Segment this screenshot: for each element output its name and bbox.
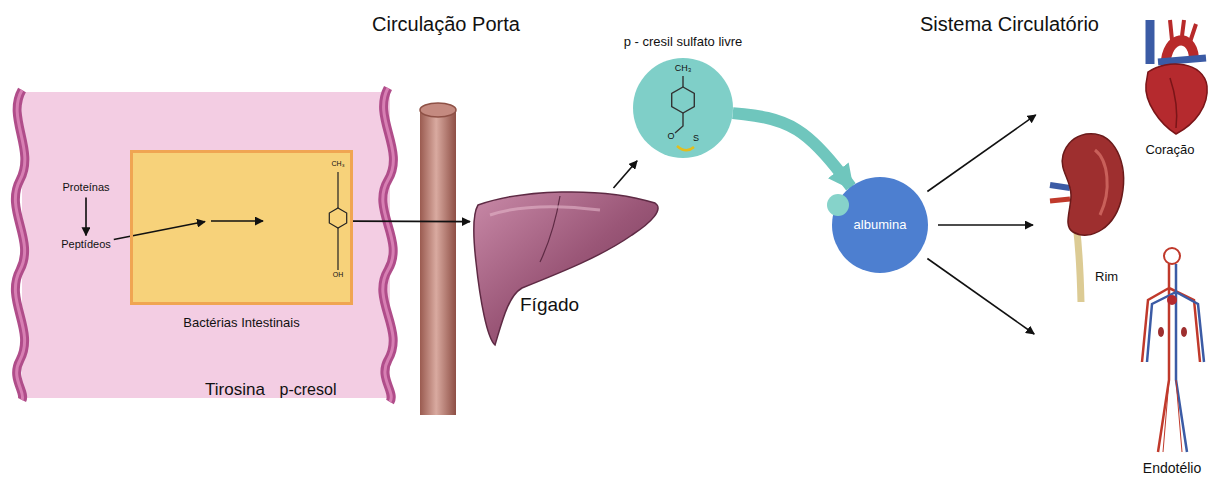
metabolite-label: Tirosina	[205, 218, 211, 224]
circle-shape	[633, 58, 733, 158]
head-vessels	[1164, 248, 1180, 264]
flow-arrow	[211, 220, 263, 222]
portal-vein	[420, 110, 456, 415]
metabolite-label: p-cresol	[263, 218, 353, 224]
node-text: p - cresil sulfato livre	[622, 34, 744, 50]
flow-arrow	[613, 161, 637, 188]
node-text: albumina	[832, 217, 928, 233]
endothelium-area: Endotélio	[1133, 238, 1211, 482]
liver-highlight	[490, 207, 600, 215]
node-text: Fígado	[520, 294, 579, 317]
transport-arrow	[733, 113, 851, 187]
leg-branches	[1163, 380, 1182, 452]
kidney-highlight	[1095, 150, 1107, 215]
flow-arrow	[353, 220, 470, 222]
intestine-wall	[15, 90, 24, 400]
flow-arrow	[938, 224, 1033, 226]
circle-shape	[832, 177, 928, 273]
kidney	[1062, 134, 1123, 235]
arteries	[1142, 264, 1200, 452]
node-text: Proteínas	[62, 181, 109, 194]
pulmonary-artery	[1158, 58, 1206, 62]
flow-arrow	[927, 115, 1035, 192]
atom-symbol: S	[693, 133, 699, 144]
small-kidney	[1158, 327, 1164, 337]
bacteria-box: Tirosinap-cresolBactérias Intestinais	[130, 150, 353, 305]
flow-arrow	[927, 258, 1034, 334]
liver-area: Fígado	[470, 188, 665, 323]
portal-vein-opening	[420, 103, 456, 117]
liver	[474, 192, 658, 345]
atom-symbol: O	[667, 131, 674, 142]
p-cresol-molecule	[329, 172, 346, 270]
kidney-area: Rim	[1048, 125, 1128, 305]
albumin-circle: albumina	[832, 177, 928, 273]
heart	[1146, 64, 1207, 134]
node-text: Peptídeos	[61, 238, 111, 251]
small-kidney	[1181, 327, 1187, 337]
small-heart	[1167, 295, 1177, 305]
intestine-wall	[383, 88, 394, 402]
node-text: p-cresol	[263, 380, 353, 399]
vena-cava	[1146, 20, 1155, 64]
section-title: Sistema Circulatório	[920, 12, 1099, 36]
chemical-group: OH	[333, 271, 344, 279]
node-text: Bactérias Intestinais	[133, 315, 350, 331]
renal-vein	[1050, 185, 1070, 188]
bacteria-area	[130, 150, 353, 305]
veins	[1147, 264, 1204, 452]
node-text: Rim	[1095, 269, 1118, 285]
renal-artery	[1050, 199, 1070, 201]
bound-molecule	[827, 194, 849, 216]
section-title: Circulação Porta	[372, 12, 520, 36]
sulfate-molecule	[672, 76, 695, 150]
heart-groove	[1170, 78, 1177, 128]
substrate-label: Peptídeos	[58, 235, 114, 254]
node-text: Coração	[1128, 142, 1212, 158]
intestine-wall-highlight	[383, 88, 394, 402]
aortic-branches	[1170, 20, 1196, 42]
chemical-group: CH₃	[332, 160, 345, 168]
node-text: Tirosina	[205, 380, 211, 400]
substrate-label: Proteínas	[59, 178, 112, 197]
intestine-wall-highlight	[15, 90, 24, 400]
heart-area: Coração	[1128, 12, 1212, 162]
flow-arrow	[85, 198, 87, 236]
node-text: Endotélio	[1133, 460, 1211, 477]
chemical-group: CH₃	[675, 63, 692, 74]
flow-arrow	[114, 222, 205, 240]
intestine-lumen	[22, 92, 390, 398]
